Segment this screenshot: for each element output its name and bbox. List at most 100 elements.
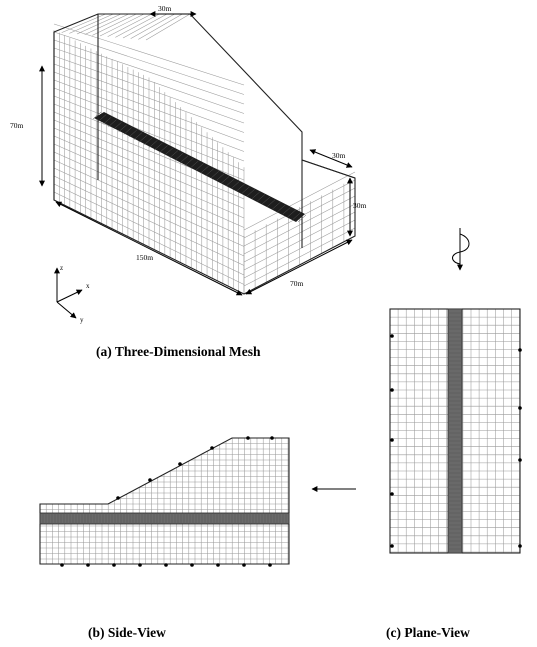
- axes-triad: z x y: [54, 264, 90, 324]
- pile-mesh-line: [200, 165, 209, 174]
- mesh-line: [115, 13, 160, 38]
- pile-mesh-line: [292, 212, 302, 220]
- pile-mesh-line: [205, 168, 214, 176]
- roller-support-icon: [390, 544, 394, 548]
- dim-depth: 70m: [290, 279, 304, 288]
- mesh-line: [243, 171, 356, 231]
- mesh-line: [122, 13, 168, 39]
- axis-y-label: y: [80, 316, 84, 324]
- plane-view: [389, 308, 522, 554]
- pile-mesh-line: [128, 129, 138, 138]
- three-dimensional-mesh: [53, 13, 356, 295]
- mesh-line: [53, 39, 245, 105]
- pile-mesh-line: [251, 191, 261, 200]
- pile-mesh-line: [97, 114, 107, 122]
- pile-mesh-line: [256, 194, 266, 202]
- mesh-line: [92, 13, 137, 36]
- mesh-line: [107, 13, 152, 37]
- pile-mesh-line: [277, 204, 286, 212]
- mesh-line: [53, 63, 245, 133]
- pile-mesh-line: [226, 178, 235, 187]
- pile-mesh-line: [267, 199, 276, 207]
- roller-support-icon: [518, 544, 522, 548]
- roller-support-icon: [518, 406, 522, 410]
- mesh-line: [243, 179, 356, 239]
- pile-mesh-line: [174, 153, 184, 161]
- roller-support-icon: [268, 563, 272, 567]
- dim-length-line: [55, 201, 243, 296]
- mesh-line: [53, 79, 245, 152]
- mesh-line: [53, 71, 245, 143]
- axis-z-label: z: [60, 264, 63, 272]
- roller-support-icon: [116, 496, 120, 500]
- pile-mesh-line: [220, 176, 230, 184]
- caption-side-view: (b) Side-View: [88, 625, 166, 640]
- roller-support-icon: [518, 348, 522, 352]
- pile-mesh-line: [113, 122, 122, 130]
- dim-height-left: 70m: [10, 121, 24, 130]
- dim-depth-line: [245, 239, 353, 295]
- roller-support-icon: [242, 563, 246, 567]
- axis-x-label: x: [86, 282, 90, 290]
- pile-mesh-line: [190, 160, 199, 169]
- dim-right-height: 30m: [353, 201, 367, 210]
- pile-side: [39, 512, 290, 525]
- dimension-lines: 30m 70m 30m 30m 150m 70m: [10, 4, 367, 296]
- mesh-line: [69, 13, 114, 34]
- mesh-line: [53, 31, 245, 95]
- load-symbol-icon: [452, 228, 470, 271]
- roller-support-icon: [390, 388, 394, 392]
- mesh-line: [84, 13, 129, 35]
- roller-support-icon: [216, 563, 220, 567]
- pile-mesh-line: [164, 147, 173, 156]
- pile-mesh-line: [287, 209, 296, 218]
- roller-support-icon: [164, 563, 168, 567]
- side-view: [39, 436, 290, 567]
- mesh-line: [53, 127, 245, 209]
- roller-support-icon: [190, 563, 194, 567]
- caption-three-dimensional-mesh: (a) Three-Dimensional Mesh: [96, 344, 261, 359]
- pile-mesh-line: [159, 145, 168, 153]
- dim-right-width: 30m: [332, 151, 346, 160]
- pile-mesh-line: [92, 111, 102, 120]
- roller-support-icon: [178, 462, 182, 466]
- pile-mesh-line: [185, 158, 194, 166]
- caption-plane-view: (c) Plane-View: [386, 625, 470, 640]
- roller-support-icon: [246, 436, 250, 440]
- roller-support-icon: [138, 563, 142, 567]
- pile-mesh-line: [123, 127, 132, 135]
- pile-mesh-line: [169, 150, 179, 158]
- pile-mesh-line: [118, 124, 127, 133]
- pile-mesh-line: [195, 163, 204, 171]
- dim-length: 150m: [136, 253, 153, 262]
- pile-mesh-line: [149, 140, 158, 148]
- roller-support-icon: [210, 446, 214, 450]
- roller-support-icon: [148, 478, 152, 482]
- mesh-line: [138, 13, 183, 40]
- pile-mesh-line: [133, 132, 143, 140]
- roller-support-icon: [112, 563, 116, 567]
- roller-support-icon: [390, 492, 394, 496]
- roller-support-icon: [390, 438, 394, 442]
- pile-mesh-line: [154, 142, 163, 151]
- pile-mesh-line: [272, 201, 281, 210]
- dim-right-top-line: [309, 149, 353, 168]
- pile-mesh-line: [282, 207, 291, 215]
- mesh-line: [61, 13, 106, 33]
- roller-support-icon: [390, 334, 394, 338]
- mesh-line: [130, 13, 175, 39]
- pile-mesh-line: [179, 155, 189, 163]
- pile-mesh-line: [108, 119, 117, 127]
- pile-mesh-line: [144, 137, 153, 145]
- mesh-line: [53, 47, 245, 114]
- pile-mesh-line: [210, 171, 220, 179]
- mesh-line: [53, 55, 245, 124]
- roller-support-icon: [518, 458, 522, 462]
- roller-support-icon: [270, 436, 274, 440]
- roller-support-icon: [60, 563, 64, 567]
- y-axis-arrow: [56, 301, 77, 319]
- pile-3d: [92, 111, 307, 223]
- pile-mesh-line: [236, 183, 245, 192]
- mesh-line: [145, 13, 191, 41]
